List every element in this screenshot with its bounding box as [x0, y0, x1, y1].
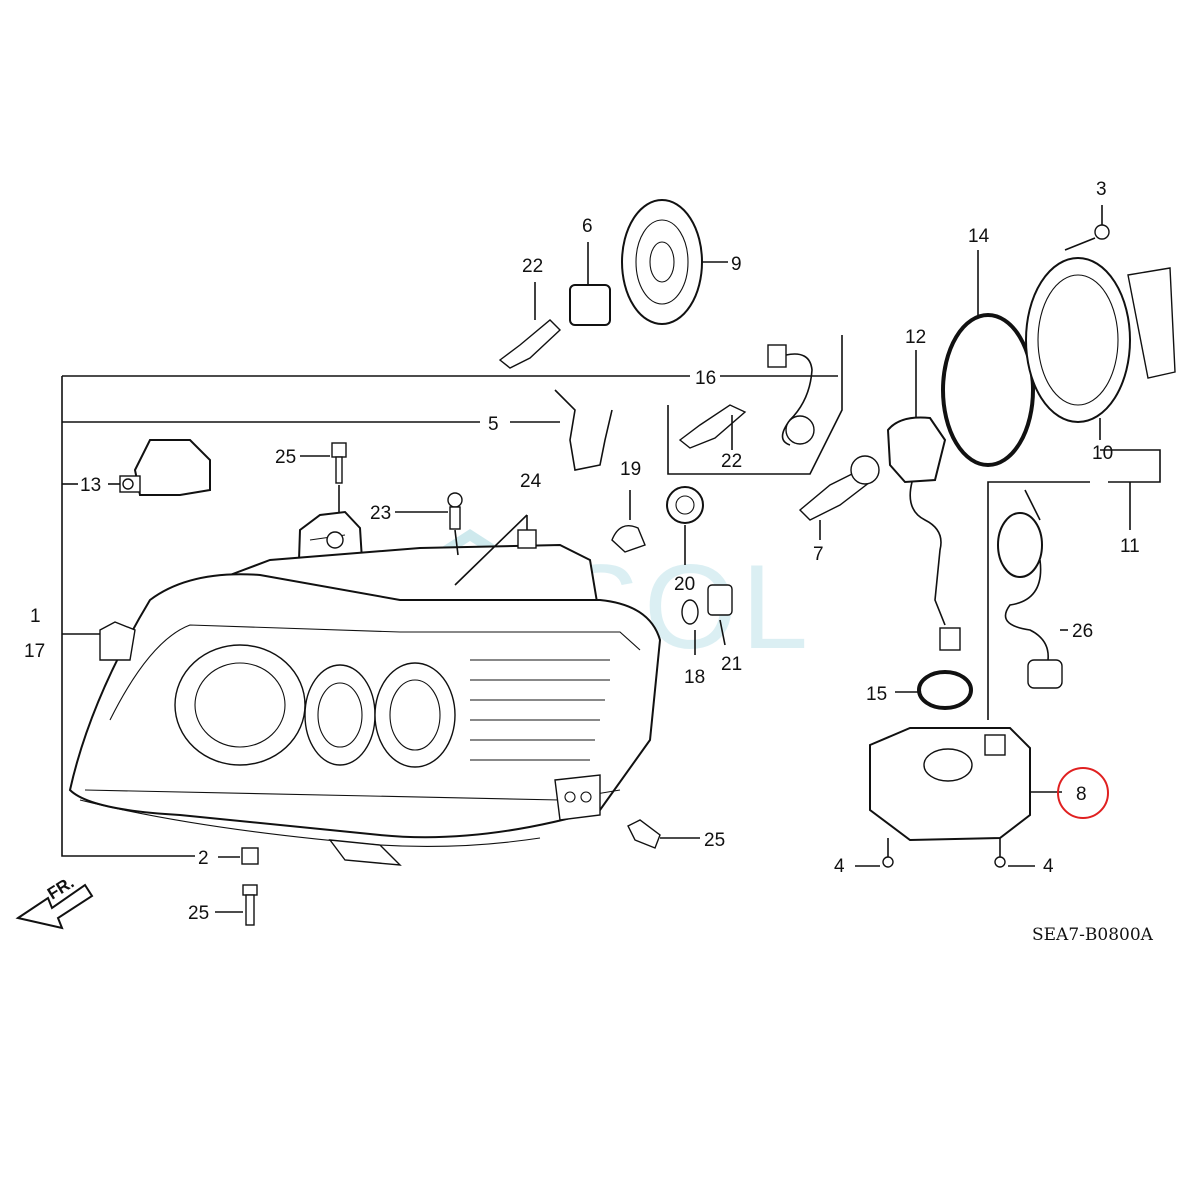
- callout-6: 6: [582, 216, 593, 237]
- callout-10: 10: [1092, 443, 1113, 464]
- callout-17: 17: [24, 641, 45, 662]
- screw-4-left-part: [855, 838, 894, 868]
- igniter-12-part: [886, 350, 961, 651]
- callout-14: 14: [968, 226, 990, 247]
- callout-26: 26: [1072, 621, 1093, 642]
- spring-clip-part: [554, 389, 613, 471]
- igniter-26-part: [997, 489, 1068, 689]
- callout-9: 9: [731, 254, 742, 275]
- harness-16-part: [767, 344, 815, 446]
- callout-19: 19: [620, 459, 641, 480]
- ballast-8-part: [869, 727, 1062, 842]
- bolt-bottom-left-part: [215, 884, 258, 926]
- callout-11: 11: [1120, 536, 1140, 557]
- callout-24: 24: [520, 471, 542, 492]
- socket-6-part: [569, 242, 611, 326]
- bulb-19-part: [611, 490, 646, 553]
- bolt-bottom-right-part: [627, 819, 700, 849]
- dust-cap-9-part: [621, 199, 728, 325]
- callout-22-box: 22: [721, 451, 742, 472]
- callout-18: 18: [684, 667, 705, 688]
- callout-3: 3: [1096, 179, 1107, 200]
- callout-23: 23: [370, 503, 391, 524]
- front-direction-arrow-icon: FR.: [15, 873, 94, 930]
- screw-part: [447, 492, 463, 556]
- callout-25-bottom: 25: [188, 903, 209, 924]
- callout-20: 20: [674, 574, 695, 595]
- callout-labels: 1 17 2 3 4 4 5 6 7 8 9 10 11 12 13 14 15…: [24, 179, 1140, 924]
- cover-10-part: [1025, 257, 1176, 440]
- callout-1: 1: [30, 606, 41, 627]
- callout-22-top: 22: [522, 256, 543, 277]
- callout-21: 21: [721, 654, 742, 675]
- clip-2-part: [218, 847, 259, 865]
- seal-15-part: [895, 670, 973, 710]
- leveling-motor-part: [119, 439, 211, 496]
- bulb-22-box-part: [678, 404, 747, 450]
- bulb-18-part: [681, 599, 699, 655]
- screw-4-right-part: [994, 838, 1035, 868]
- diagram-code: SEA7-B0800A: [1032, 925, 1154, 945]
- assembly-brackets: [61, 335, 1161, 857]
- callout-8: 8: [1076, 784, 1087, 805]
- callout-5: 5: [488, 414, 499, 435]
- socket-21-part: [707, 584, 733, 646]
- callout-2: 2: [198, 848, 209, 869]
- clip-part: [454, 514, 537, 586]
- callout-12: 12: [905, 327, 926, 348]
- bolt-part: [331, 442, 347, 512]
- socket-20-part: [666, 486, 704, 565]
- callout-25-right: 25: [704, 830, 725, 851]
- headlight-assembly: [68, 510, 662, 866]
- callout-13: 13: [80, 475, 101, 496]
- screw-3-part: [1064, 205, 1110, 251]
- bulb-22-top-part: [498, 282, 562, 369]
- callout-4-left: 4: [834, 856, 845, 877]
- callout-15: 15: [866, 684, 887, 705]
- callout-4-right: 4: [1043, 856, 1054, 877]
- hid-bulb-7-part: [798, 455, 880, 540]
- callout-16: 16: [695, 368, 716, 389]
- callout-7: 7: [813, 544, 824, 565]
- highlight-circle-part-8: [1057, 767, 1109, 819]
- ring-14-part: [941, 250, 1035, 467]
- callout-25-top: 25: [275, 447, 296, 468]
